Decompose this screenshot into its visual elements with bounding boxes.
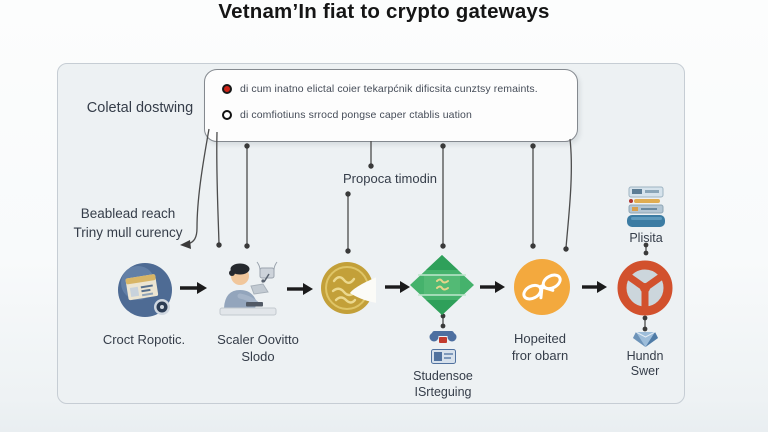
step2-label: Scaler Oovitto Slodo (202, 331, 314, 365)
ribbon-bow-icon (514, 259, 570, 315)
green-diamond-icon (410, 255, 474, 315)
page-title: Vetnam’In fiat to crypto gateways (218, 0, 550, 23)
analyst-desk-icon (219, 261, 278, 316)
gold-coin-icon (321, 262, 376, 314)
annotation-top-left: Coletal dostwing (86, 100, 194, 116)
step2-label-line2: Slodo (241, 349, 275, 364)
step2-label-line1: Scaler Oovitto (217, 332, 299, 347)
black-ring-bullet-icon (222, 110, 232, 120)
annotation-mid-left-line2: Triny mull curency (73, 225, 183, 240)
red-dot-bullet-icon (222, 84, 232, 94)
step6-bottom-label: Hundn Swer (610, 349, 680, 379)
callout-bullet-row: di comfiotiuns srrocd pongse caper ctabl… (222, 109, 472, 121)
annotation-center: Propoca timodin (343, 171, 437, 186)
annotation-mid-left: Beablead reach Triny mull curency (52, 204, 204, 242)
step6-top-label: Plisita (629, 231, 663, 245)
step5-label-line1: Hopeited (513, 331, 567, 346)
callout-bullet-text: di cum inatno elictal coier tekarpćnik d… (240, 83, 538, 95)
step4-sublabel: Studensoe ISrteguing (387, 368, 499, 400)
step5-label: Hopeited fror obarn (484, 330, 596, 364)
callout-bullet-text: di comfiotiuns srrocd pongse caper ctabl… (240, 109, 472, 121)
card-icon (431, 349, 456, 364)
step6-bottom-label-line2: Swer (630, 364, 660, 378)
step6-bottom-label-line1: Hundn (626, 349, 664, 363)
phone-icon (429, 331, 457, 343)
books-stack-icon (627, 186, 665, 227)
callout-box: di cum inatno elictal coier tekarpćnik d… (204, 69, 578, 142)
step1-label: Croct Ropotic. (102, 332, 186, 347)
red-wheel-icon (617, 260, 673, 316)
browser-robot-icon (118, 263, 172, 317)
gem-icon (633, 331, 658, 347)
step4-sublabel-line2: ISrteguing (414, 385, 472, 399)
annotation-mid-left-line1: Beablead reach (80, 206, 176, 221)
callout-bullet-row: di cum inatno elictal coier tekarpćnik d… (222, 83, 538, 95)
step5-label-line2: fror obarn (511, 348, 569, 363)
step4-sublabel-line1: Studensoe (413, 369, 473, 383)
